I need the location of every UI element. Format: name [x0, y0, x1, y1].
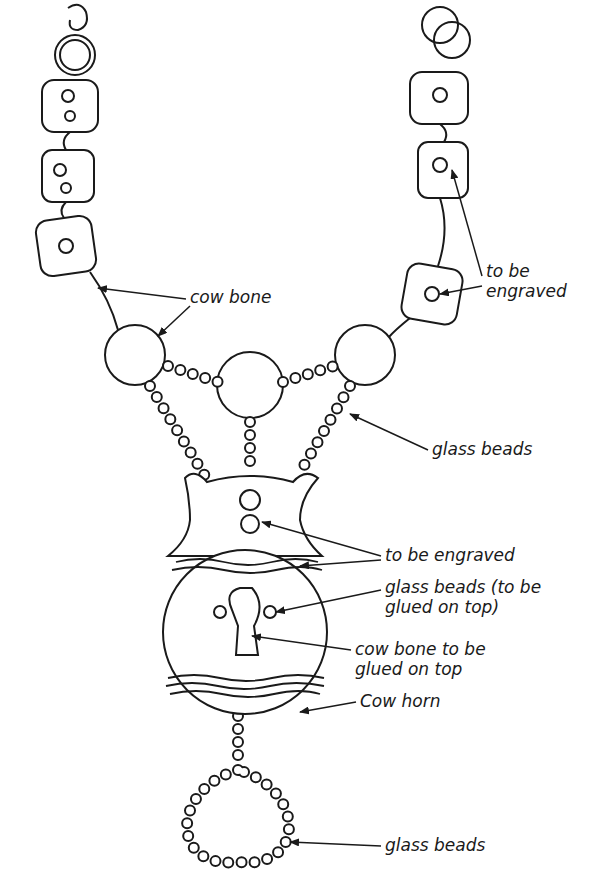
part-label: glass beads (to be glued on top): [385, 578, 560, 617]
part-label: glass beads: [385, 836, 485, 856]
part-label: Cow horn: [360, 692, 441, 712]
part-label: to be engraved: [385, 546, 515, 566]
part-label: to be engraved: [486, 262, 586, 301]
part-label: glass beads: [432, 440, 532, 460]
part-label: cow bone to be glued on top: [355, 640, 530, 679]
part-label: cow bone: [190, 288, 271, 308]
